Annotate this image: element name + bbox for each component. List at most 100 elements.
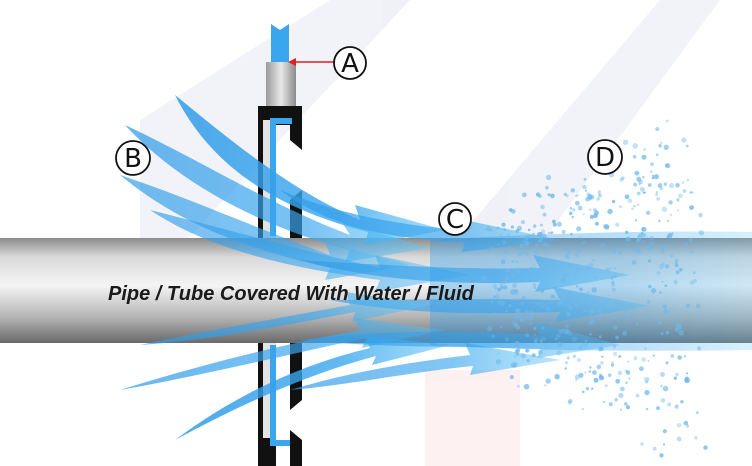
mist-droplet xyxy=(686,424,690,428)
mist-droplet xyxy=(568,263,573,268)
mist-droplet xyxy=(636,248,641,254)
mist-droplet xyxy=(667,402,672,407)
mist-droplet xyxy=(584,371,587,374)
mist-droplet xyxy=(621,176,625,180)
mist-droplet xyxy=(625,381,628,384)
mist-droplet xyxy=(526,359,530,363)
mist-droplet xyxy=(582,341,589,348)
mist-droplet xyxy=(511,320,515,324)
mist-droplet xyxy=(657,320,662,325)
mist-droplet xyxy=(592,259,595,262)
mist-droplet xyxy=(627,198,633,203)
mist-droplet xyxy=(615,222,620,227)
mist-droplet xyxy=(495,359,502,365)
mist-droplet xyxy=(541,302,548,308)
mist-droplet xyxy=(662,429,668,434)
mist-droplet xyxy=(562,272,568,278)
mist-droplet xyxy=(647,359,650,362)
mist-droplet xyxy=(533,249,539,255)
mist-droplet xyxy=(652,446,657,451)
mist-droplet xyxy=(491,300,494,304)
mist-droplet xyxy=(637,234,643,240)
mist-droplet xyxy=(668,310,671,314)
mist-droplet xyxy=(646,210,651,215)
mist-droplet xyxy=(597,308,603,314)
mist-droplet xyxy=(677,193,683,199)
mist-droplet xyxy=(659,453,664,458)
mist-droplet xyxy=(608,402,613,407)
mist-droplet xyxy=(534,337,539,342)
mist-droplet xyxy=(576,358,581,362)
mist-droplet xyxy=(673,280,678,285)
mist-droplet xyxy=(481,275,487,281)
mist-droplet xyxy=(559,288,564,293)
mist-droplet xyxy=(574,267,581,274)
mist-droplet xyxy=(658,263,664,270)
mist-droplet xyxy=(650,162,654,167)
mist-droplet xyxy=(525,348,529,353)
mist-droplet xyxy=(510,225,514,229)
mist-droplet xyxy=(548,231,551,235)
mist-droplet xyxy=(540,233,547,239)
mist-droplet xyxy=(582,185,587,190)
mist-droplet xyxy=(565,194,569,198)
mist-droplet xyxy=(659,186,663,191)
mist-droplet xyxy=(539,266,544,271)
mist-droplet xyxy=(618,306,622,310)
pipe-caption: Pipe / Tube Covered With Water / Fluid xyxy=(108,283,475,305)
mist-droplet xyxy=(605,267,610,272)
mist-droplet xyxy=(651,176,655,180)
mist-droplet xyxy=(592,370,597,375)
mist-droplet xyxy=(679,268,683,272)
mist-droplet xyxy=(559,328,564,334)
label-a: A xyxy=(333,46,367,80)
mist-droplet xyxy=(566,356,570,360)
mist-droplet xyxy=(521,296,526,301)
mist-droplet xyxy=(510,289,516,295)
mist-droplet xyxy=(575,378,578,382)
mist-droplet xyxy=(656,406,660,410)
mist-droplet xyxy=(536,301,540,306)
mist-droplet xyxy=(589,214,594,219)
mist-droplet xyxy=(598,193,601,196)
mist-droplet xyxy=(500,285,504,289)
mist-droplet xyxy=(514,314,520,320)
mist-droplet xyxy=(698,212,703,218)
water-jets xyxy=(120,95,752,440)
mist-droplet xyxy=(531,353,536,358)
mist-droplet xyxy=(617,370,623,376)
mist-droplet xyxy=(688,237,693,242)
mist-droplet xyxy=(649,236,655,241)
mist-droplet xyxy=(583,177,587,181)
mist-droplet xyxy=(519,317,524,322)
mist-droplet xyxy=(579,287,583,292)
mist-droplet xyxy=(586,291,590,294)
mist-droplet xyxy=(636,176,642,182)
mist-droplet xyxy=(569,207,573,210)
mist-droplet xyxy=(542,242,548,248)
mist-droplet xyxy=(599,346,604,352)
mist-droplet xyxy=(597,190,601,194)
mist-droplet xyxy=(644,389,650,396)
mist-droplet xyxy=(636,191,641,196)
mist-droplet xyxy=(640,442,644,446)
mist-droplet xyxy=(539,301,543,305)
mist-droplet xyxy=(589,366,592,369)
mist-droplet xyxy=(665,361,669,364)
mist-droplet xyxy=(560,294,566,301)
mist-droplet xyxy=(646,236,649,239)
mist-droplet xyxy=(662,244,667,249)
mist-droplet xyxy=(557,300,564,307)
mist-droplet xyxy=(546,263,550,267)
mist-droplet xyxy=(663,309,669,314)
mist-droplet xyxy=(575,285,579,288)
mist-droplet xyxy=(537,289,540,292)
mist-droplet xyxy=(619,408,623,411)
mist-droplet xyxy=(577,194,580,197)
mist-droplet xyxy=(566,249,571,255)
mist-droplet xyxy=(563,304,567,307)
mist-droplet xyxy=(568,211,573,216)
mist-droplet xyxy=(567,400,572,405)
mist-droplet xyxy=(660,384,663,388)
mist-droplet xyxy=(612,248,617,254)
